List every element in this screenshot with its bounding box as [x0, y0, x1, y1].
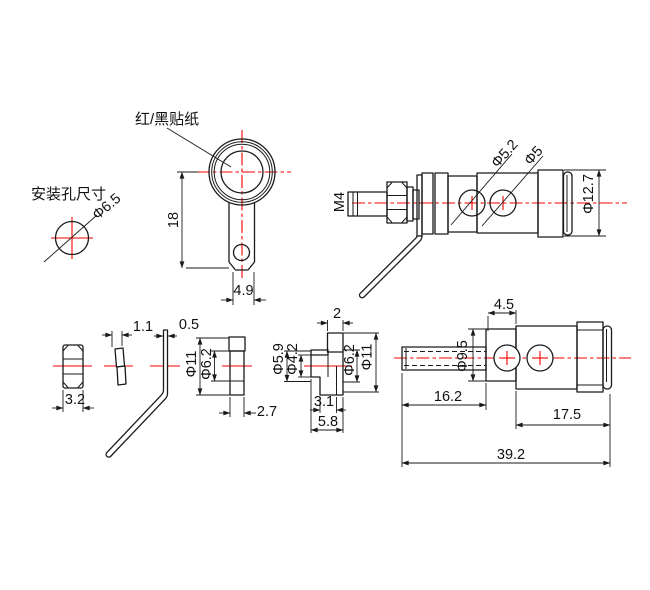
dim-bushing-a-bore: Φ6.2	[199, 348, 215, 380]
mounting-hole-view: 安装孔尺寸 Φ6.5	[31, 186, 124, 263]
side-ring-1	[421, 172, 434, 235]
side-hole-large	[489, 189, 517, 217]
side-threaded-rod	[347, 191, 388, 217]
thread-label: M4	[332, 192, 348, 212]
bushing-a-body	[229, 350, 245, 396]
hex-nut-outline	[62, 344, 84, 389]
assembly-cap-rim	[602, 325, 613, 390]
spring-washer-view: 1.1	[102, 319, 153, 386]
dim-bushing-b-top: 2	[333, 306, 341, 322]
bushing-b-view: 2 Φ5.9 Φ4.2 Φ6.2 Φ11 3.1 5.8	[271, 306, 379, 433]
front-tab-hole	[232, 243, 251, 262]
washer-lower	[116, 365, 127, 386]
dim-assembly-step: 4.5	[494, 297, 514, 313]
front-view: 红/黑贴纸 18 4.9	[135, 111, 291, 305]
dim-bushing-b-depth2: 5.8	[318, 414, 338, 430]
side-lug-wire	[358, 235, 423, 299]
dim-bushing-b-outer: Φ11	[360, 344, 376, 371]
side-cap-rim	[562, 171, 573, 236]
dim-hole-small: Φ5.2	[488, 137, 521, 171]
dim-hole-large: Φ5	[521, 143, 546, 168]
hex-nut-view: 3.2	[52, 344, 94, 412]
dim-bushing-b-depth1: 3.1	[314, 394, 334, 410]
dim-bushing-b-bore3: Φ6.2	[342, 344, 358, 376]
dim-assembly-total-length: 39.2	[497, 447, 525, 463]
bushing-a-view: Φ11 Φ6.2 2.7	[184, 336, 277, 420]
sticker-label: 红/黑贴纸	[135, 111, 199, 128]
assembly-cap	[576, 321, 604, 393]
hole-large-leader	[481, 155, 544, 227]
side-washer-1	[406, 186, 414, 222]
bushing-a-knurl	[228, 336, 246, 352]
bushing-b-knurl-strip	[310, 349, 329, 356]
side-view: M4 Φ5.2 Φ5 Φ1	[332, 137, 627, 299]
dim-assembly-body-length: 17.5	[553, 407, 581, 423]
dim-lug-thickness: 0.5	[179, 317, 199, 333]
front-outer-circle	[208, 138, 276, 206]
mounting-hole-leader	[43, 214, 98, 263]
front-tab	[228, 202, 256, 271]
dim-assembly-mid-diameter: Φ9.5	[455, 340, 471, 372]
side-washer-2	[412, 189, 420, 220]
dim-bushing-a-length: 2.7	[257, 404, 277, 420]
dim-bushing-a-outer: Φ11	[184, 351, 200, 378]
mounting-hole-circle	[54, 220, 90, 256]
dim-bushing-b-bore1: Φ5.9	[271, 343, 287, 375]
hole-small-leader	[450, 153, 513, 226]
assembly-view: 4.5 Φ9.5 16.2 17.5 39.2	[394, 297, 631, 467]
side-hole-small	[458, 189, 486, 217]
dim-washer-thickness: 1.1	[133, 319, 153, 335]
front-socket-circle	[220, 150, 264, 194]
sticker-leader	[166, 127, 232, 168]
washer-upper	[114, 347, 126, 368]
dim-nut-thickness: 3.2	[65, 392, 85, 408]
dim-front-height: 18	[166, 212, 182, 228]
solder-lug-shape	[105, 329, 169, 458]
mounting-hole-title: 安装孔尺寸	[31, 186, 106, 203]
dim-bushing-b-bore2: Φ4.2	[285, 343, 301, 375]
dim-cap-diameter: Φ12.7	[581, 174, 597, 214]
bushing-b-knurl-block	[326, 332, 344, 353]
bushing-b-body	[310, 351, 344, 396]
solder-lug-view: 0.5	[105, 317, 199, 458]
dim-assembly-thread-length: 16.2	[434, 389, 462, 405]
dim-front-tab-width: 4.9	[233, 283, 253, 299]
